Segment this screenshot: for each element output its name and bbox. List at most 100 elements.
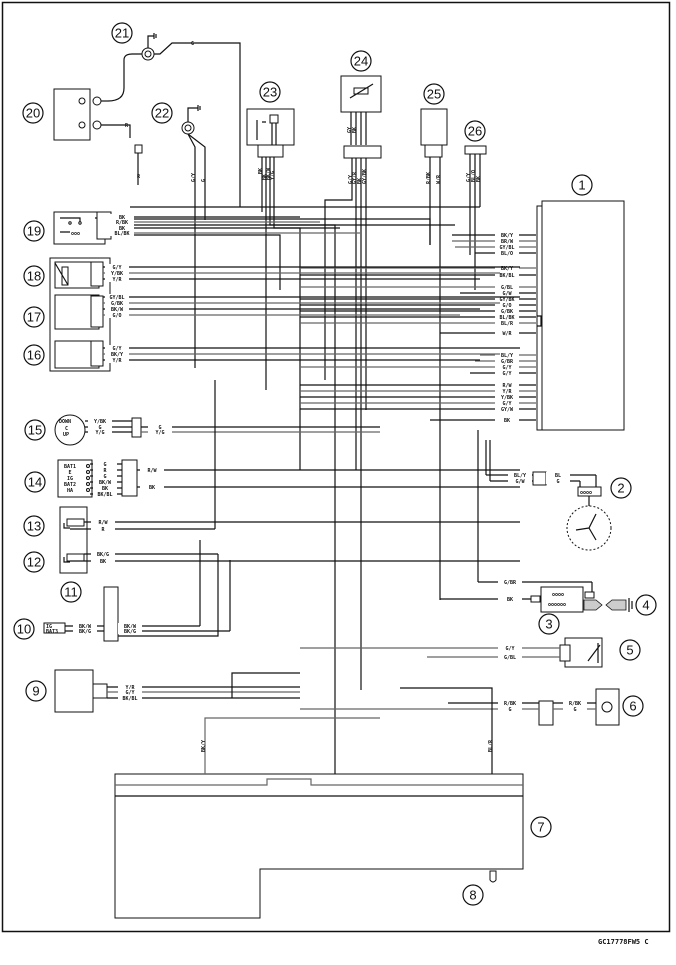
- wire-label: BK/BL: [499, 273, 514, 279]
- callout-number: 8: [469, 888, 476, 903]
- fuse-10-wires: BK/WBK/GBK/WBK/G: [65, 540, 231, 635]
- pin-label: DOWN: [59, 419, 71, 425]
- unit-16: [54, 340, 104, 369]
- callout-number: 20: [26, 106, 40, 121]
- callout-number: 17: [27, 310, 41, 325]
- pin-label: UP: [63, 432, 69, 438]
- battery: R R: [53, 53, 143, 185]
- wire-label: BL/BK: [114, 231, 129, 237]
- fuse-box-12-13: [59, 506, 88, 574]
- wire-label: G/Y: [502, 371, 511, 377]
- wire-label: G/Y: [112, 265, 121, 271]
- wire-label: G: [508, 707, 511, 713]
- wire-label: BK: [504, 418, 510, 424]
- wire-label: Y/G: [270, 171, 276, 180]
- callout-number: 6: [629, 699, 636, 714]
- wire-label: BL/BK: [499, 315, 514, 321]
- wire-label: BK/G: [124, 629, 136, 635]
- water-temp-wires: G/YG/BL: [300, 645, 560, 661]
- ground-terminal-22: G/Y G: [181, 105, 207, 368]
- wire-label: G: [573, 707, 576, 713]
- wire-label: BK: [119, 226, 125, 232]
- wire-label: IG: [67, 476, 73, 482]
- connector-26: G/Y BL/O BK: [464, 145, 487, 290]
- wire-label: G: [201, 179, 207, 182]
- callout-16: 16: [23, 344, 45, 366]
- fuel-level-sensor: [489, 870, 497, 883]
- wire-label: BAT1: [64, 464, 76, 470]
- ecu-pins: BK/YBR/WGY/BLBL/OBK/YBK/BLG/BLG/WGY/BKG/…: [300, 232, 536, 424]
- wire-label: BK/W: [124, 624, 137, 630]
- wire-label: R/W: [98, 520, 108, 526]
- wire-label: W/R: [502, 331, 512, 337]
- relay-19: ooo: [53, 211, 112, 245]
- svg-text:oooo: oooo: [552, 592, 564, 598]
- callout-7: 7: [530, 816, 552, 838]
- callout-number: 19: [27, 224, 41, 239]
- callout-number: 16: [27, 348, 41, 363]
- wire-label: G: [158, 425, 161, 431]
- callout-number: 7: [537, 820, 544, 835]
- wire-label: G/BL: [504, 655, 516, 661]
- callout-number: 2: [617, 481, 624, 496]
- wire-label: R/BK: [426, 172, 432, 184]
- sensor-24: GY BK G/Y GY/R BK GY/BK: [324, 75, 382, 690]
- wire-label: BK/BL: [122, 696, 137, 702]
- callout-12: 12: [23, 551, 45, 573]
- wire-label: G/Y: [348, 175, 354, 184]
- wire-label: G/Y: [502, 365, 511, 371]
- ecu: [536, 200, 625, 431]
- wire-label: BK/W: [266, 167, 272, 180]
- wire-label: BK/W: [99, 480, 112, 486]
- wire-label: E: [68, 470, 71, 476]
- wire-label: GY/BL: [499, 245, 514, 251]
- sensor-18: [54, 261, 104, 289]
- wire-label: G/Y: [502, 401, 511, 407]
- wire-label: G/O: [502, 303, 511, 309]
- callout-25: 25: [423, 83, 445, 105]
- wire-label: BL/Y: [514, 473, 526, 479]
- callout-number: 22: [155, 106, 169, 121]
- wire-label: BK/W: [111, 307, 124, 313]
- wire-label: G/BR: [504, 580, 517, 586]
- wire-label: R/W: [147, 468, 157, 474]
- pin-label: BAT3: [46, 629, 58, 635]
- callout-number: 15: [28, 423, 42, 438]
- wire-label: BL/R: [488, 739, 494, 752]
- fuse-10: IG BAT3: [43, 622, 66, 635]
- callout-9: 9: [25, 680, 47, 702]
- wire-label: BL/R: [501, 321, 514, 327]
- callout-number: 26: [468, 124, 482, 139]
- callout-18: 18: [23, 265, 45, 287]
- wire-label: Y/G: [155, 430, 164, 436]
- wire-label: BK: [357, 178, 363, 184]
- wire-label: G/BL: [501, 285, 513, 291]
- callout-number: 5: [626, 643, 633, 658]
- ground-21: G: [141, 33, 241, 207]
- callout-6: 6: [622, 695, 644, 717]
- wire-label: R/W: [502, 383, 512, 389]
- callout-number: 13: [27, 519, 41, 534]
- wire-label: HA: [67, 488, 73, 494]
- wire-label: Y/R: [502, 389, 512, 395]
- wire-label: R/BK: [116, 220, 128, 226]
- wire-label: GY/R: [352, 171, 358, 184]
- callout-number: 1: [578, 178, 585, 193]
- sensor-unit-9: [54, 669, 108, 713]
- callout-11: 11: [60, 581, 82, 603]
- wire-label: Y/BK: [501, 395, 513, 401]
- callout-14: 14: [24, 471, 46, 493]
- svg-text:ooo: ooo: [71, 231, 80, 237]
- callout-21: 21: [111, 22, 133, 44]
- callout-number: 9: [32, 684, 39, 699]
- callout-3: 3: [538, 613, 560, 635]
- callout-number: 18: [27, 269, 41, 284]
- joint-connector-11: [103, 586, 119, 642]
- wire-label: G/O: [112, 313, 121, 319]
- callout-8: 8: [462, 884, 484, 906]
- wire-label: G/BK: [111, 301, 123, 307]
